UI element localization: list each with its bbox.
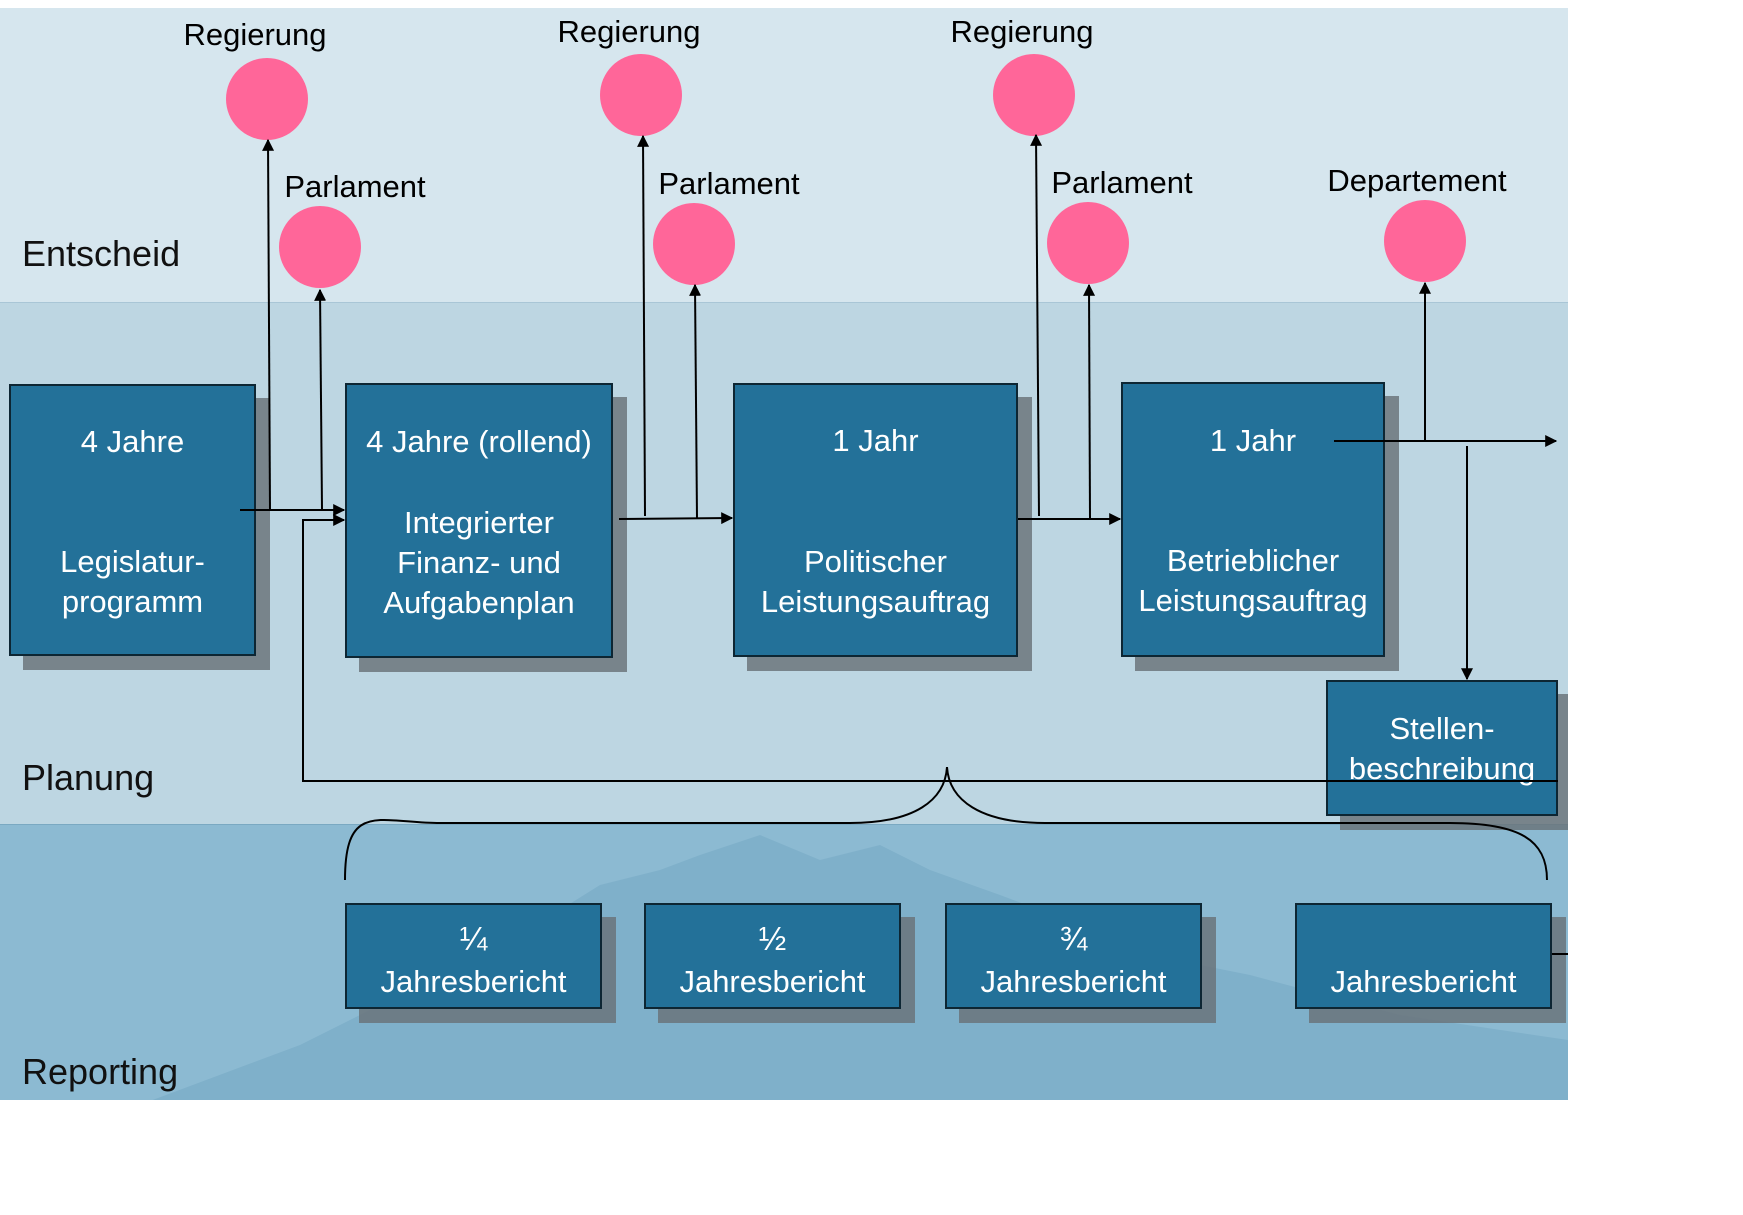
box-title: Legislatur- programm: [60, 544, 205, 619]
box-jahresbericht: Jahresbericht: [1295, 903, 1552, 1009]
label-parlament-1: Parlament: [284, 169, 426, 204]
label-regierung-3: Regierung: [950, 14, 1094, 49]
box-period: 4 Jahre: [80, 424, 185, 459]
node-parlament-1: [279, 206, 361, 288]
feedback-loop: [302, 514, 1558, 782]
band-label-planung: Planung: [22, 757, 155, 798]
box-quartalsbericht: ¼ Jahresbericht: [345, 903, 602, 1009]
arrow-to-parlament-3: [1083, 283, 1096, 520]
arrow-to-regierung-3: [1030, 133, 1043, 517]
arrow-to-parlament-2: [689, 283, 702, 520]
process-diagram: Entscheid Planung Reporting Regierung Pa…: [0, 8, 1568, 1100]
label-parlament-3: Parlament: [1051, 165, 1193, 200]
box-legislaturprogramm: 4 Jahre Legislatur- programm: [9, 384, 256, 656]
label-regierung-2: Regierung: [557, 14, 701, 49]
arrow-to-regierung-1: [262, 138, 275, 511]
reporting-brace: [344, 766, 1548, 881]
report-fraction: ¾: [1059, 920, 1088, 957]
arrow-finanzplan-to-politisch: [618, 512, 734, 525]
box-finanz-aufgabenplan: 4 Jahre (rollend) Integrierter Finanz- u…: [345, 383, 613, 658]
arrow-to-parlament-1: [314, 288, 327, 511]
node-departement: [1384, 200, 1466, 282]
node-parlament-2: [653, 203, 735, 285]
node-parlament-3: [1047, 202, 1129, 284]
label-parlament-2: Parlament: [658, 166, 800, 201]
node-regierung-3: [993, 54, 1075, 136]
connector-lines: [240, 133, 1568, 955]
box-period: 1 Jahr: [1209, 423, 1297, 458]
band-label-reporting: Reporting: [22, 1051, 179, 1092]
box-betrieblicher-leistungsauftrag: 1 Jahr Betrieblicher Leistungsauftrag: [1121, 382, 1385, 657]
box-period: 4 Jahre (rollend): [366, 424, 592, 459]
node-regierung-1: [226, 58, 308, 140]
label-regierung-1: Regierung: [183, 17, 327, 52]
report-title: Jahresbericht: [380, 964, 567, 999]
box-title: Integrierter Finanz- und Aufgabenplan: [383, 505, 575, 620]
report-fraction: ½: [758, 920, 787, 957]
arrow-to-regierung-2: [637, 134, 650, 517]
box-politischer-leistungsauftrag: 1 Jahr Politischer Leistungsauftrag: [733, 383, 1018, 657]
box-title: Politischer Leistungsauftrag: [760, 544, 991, 619]
box-title: Betrieblicher Leistungsauftrag: [1138, 543, 1368, 618]
box-halbjahresbericht: ½ Jahresbericht: [644, 903, 901, 1009]
box-dreiviertel-jahresbericht: ¾ Jahresbericht: [945, 903, 1202, 1009]
node-regierung-2: [600, 54, 682, 136]
label-departement: Departement: [1327, 163, 1507, 198]
report-title: Jahresbericht: [679, 964, 866, 999]
report-title: Jahresbericht: [980, 964, 1167, 999]
band-label-entscheid: Entscheid: [22, 233, 181, 274]
report-fraction: ¼: [459, 920, 488, 957]
band-entscheid: [0, 8, 1568, 302]
report-title: Jahresbericht: [1330, 964, 1517, 999]
box-period: 1 Jahr: [832, 423, 919, 458]
